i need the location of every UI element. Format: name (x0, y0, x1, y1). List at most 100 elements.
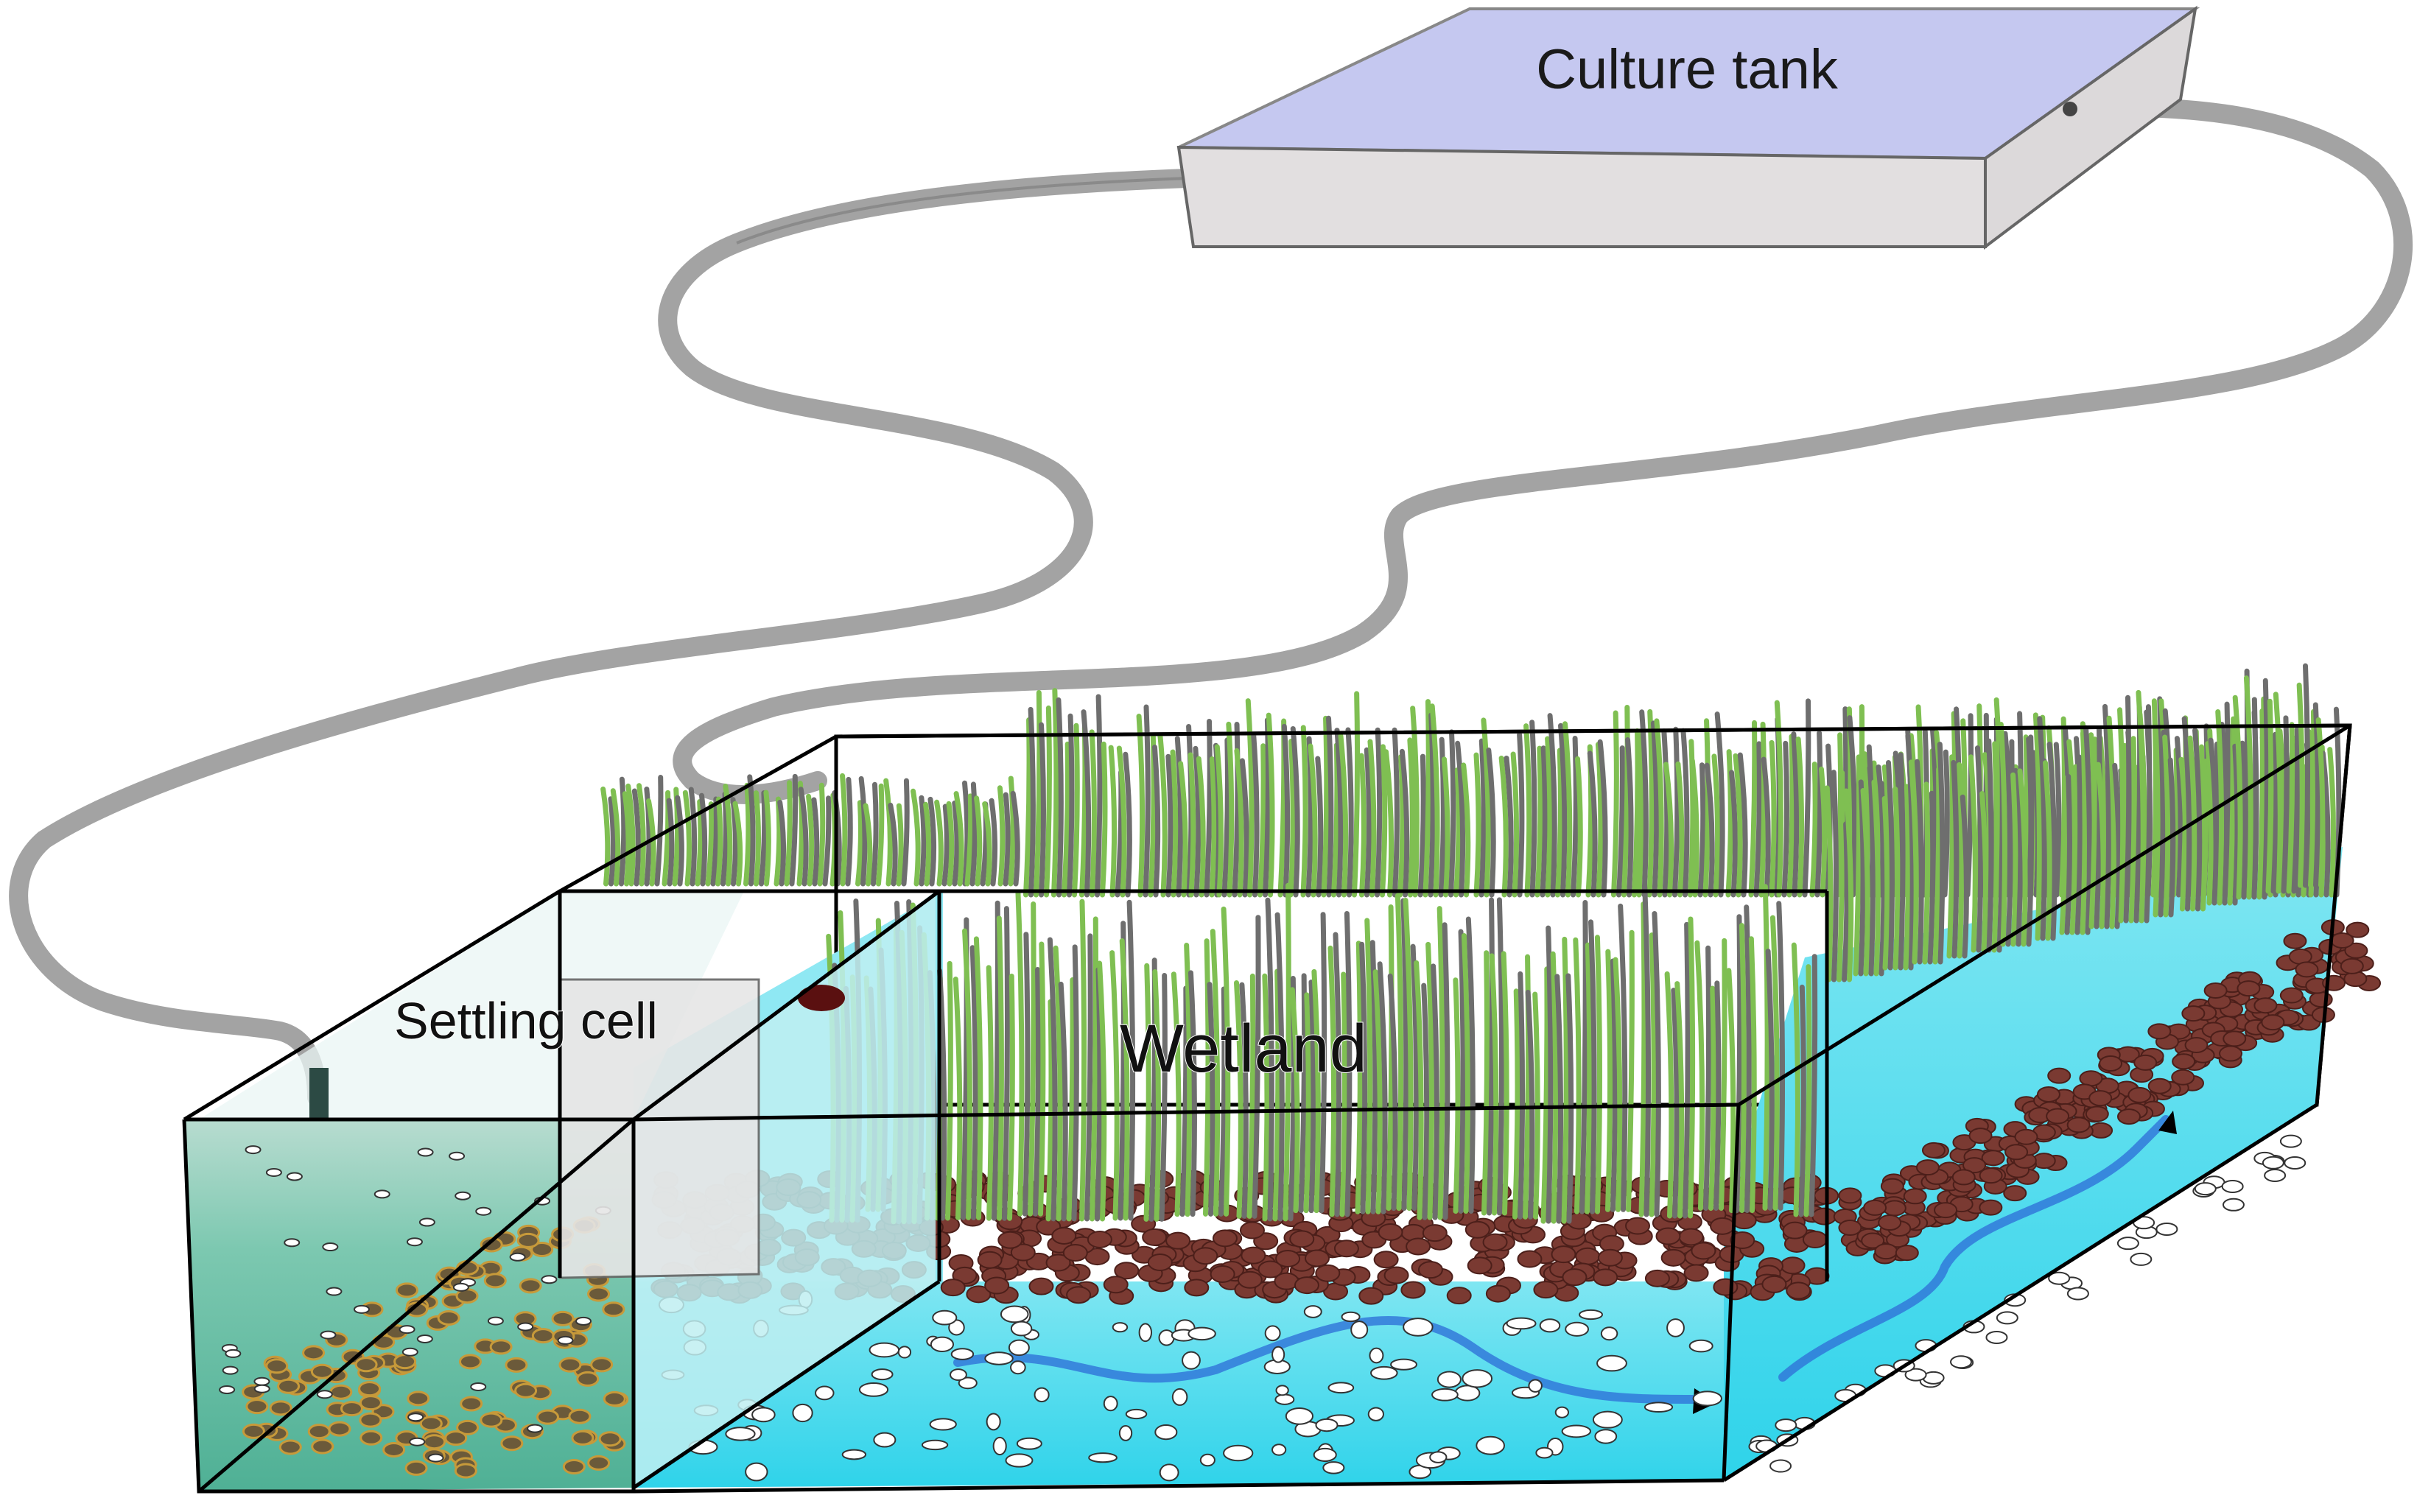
reed-blade (610, 788, 621, 887)
reed-blade (1534, 745, 1543, 898)
reed-blade (1372, 969, 1383, 1214)
reed-blade (1737, 752, 1748, 898)
reed-blade (1565, 973, 1574, 1224)
gravel-stone-icon (1915, 1159, 1940, 1176)
reed-blade (1595, 742, 1604, 898)
sediment-particle (359, 1395, 382, 1411)
reed-blade (1100, 741, 1108, 898)
reed-blade (1769, 915, 1780, 1211)
reed-blade (1555, 748, 1563, 898)
reed-blade (1266, 712, 1275, 898)
reed-plant-icon (1453, 916, 1476, 1214)
water-particle (326, 1287, 343, 1296)
sediment-particle (500, 1435, 524, 1452)
water-particle (475, 1206, 492, 1216)
reed-blade (1174, 736, 1184, 898)
water-particle (2221, 1179, 2244, 1193)
sediment-particle (358, 1381, 382, 1397)
gravel-stone-icon (1575, 1247, 1601, 1265)
reed-blade (1417, 753, 1426, 898)
water-particle (2130, 1252, 2153, 1266)
water-particle (316, 1390, 333, 1399)
gravel-stone-icon (1782, 1221, 1808, 1240)
water-particle (1528, 1379, 1543, 1393)
reed-blade (1097, 960, 1107, 1222)
reed-blade (1265, 897, 1274, 1222)
wetland-right-back (2315, 725, 2352, 1105)
reed-blade (1585, 942, 1593, 1214)
reed-plant-icon (1638, 885, 1661, 1217)
water-particle (1506, 1317, 1537, 1330)
reed-bed-back (600, 663, 2342, 982)
reed-blade (1288, 738, 1296, 898)
reed-blade (682, 790, 692, 887)
flow-arrow-icon (1778, 1115, 2170, 1382)
reed-blade (1802, 698, 1811, 898)
reed-blade (1425, 941, 1434, 1220)
reed-blade (1998, 722, 2007, 947)
reed-blade (2043, 760, 2052, 941)
gravel-stone-icon (1062, 1243, 1088, 1262)
water-particle (992, 1436, 1007, 1456)
water-particle (1000, 1305, 1029, 1323)
reed-blade (2102, 703, 2111, 929)
reed-plant-icon (855, 776, 885, 887)
sediment-particle (242, 1423, 265, 1439)
water-particle (470, 1382, 487, 1391)
water-particle (1565, 1321, 1590, 1337)
reed-blade (1188, 752, 1196, 898)
reed-blade (743, 782, 751, 887)
culture-tank-label: Culture tank (1536, 38, 1839, 101)
reed-blade (1545, 736, 1553, 898)
reed-blade (1546, 925, 1554, 1224)
reed-plant-icon (1203, 906, 1231, 1217)
frame-outlines (182, 723, 2352, 1494)
reed-plant-icon (953, 917, 983, 1220)
reed-blade (1726, 968, 1736, 1214)
reed-blade (2273, 692, 2283, 894)
wetland-top-left (558, 734, 838, 893)
water-particle (745, 1462, 768, 1482)
reed-blade (619, 776, 627, 887)
sediment-particle (483, 1273, 507, 1289)
reed-blade (1442, 922, 1450, 1220)
gravel-stone-icon (1315, 1264, 1341, 1282)
gravel-stone-icon (1482, 1233, 1508, 1251)
reed-plant-icon (1289, 912, 1327, 1214)
water-particle (1327, 1382, 1355, 1394)
water-particle (2048, 1271, 2071, 1285)
reed-blade (759, 790, 768, 887)
water-particle (1600, 1326, 1618, 1341)
reed-blade (1028, 901, 1036, 1217)
reed-blade (1290, 725, 1300, 898)
reed-blade (2106, 715, 2116, 929)
water-particle (792, 1403, 813, 1423)
gravel-stone-icon (1962, 1157, 1987, 1174)
reed-blade (1517, 731, 1525, 898)
gravel-stone-icon (1422, 1224, 1448, 1242)
reed-blade (1461, 932, 1470, 1214)
reed-blade (1272, 968, 1281, 1222)
reed-blade (1308, 980, 1316, 1214)
reed-blade (622, 791, 631, 887)
reed-blade (2032, 712, 2042, 941)
reed-plant-icon (883, 778, 910, 887)
reed-blade (1387, 973, 1398, 1212)
gravel-stone-icon (2172, 1053, 2196, 1070)
reed-blade (1355, 940, 1363, 1214)
reed-plant-icon (1573, 899, 1602, 1214)
water-particle (1769, 1459, 1792, 1473)
reed-blade (1108, 745, 1118, 898)
reed-blade (2153, 728, 2161, 918)
water-particle (1692, 1390, 1722, 1407)
reed-blade (1221, 737, 1230, 898)
gravel-stone-icon (1625, 1217, 1651, 1235)
gravel-stone-icon (2279, 987, 2304, 1004)
gravel-stone-icon (1761, 1275, 1787, 1293)
reed-plant-icon (1774, 698, 1811, 898)
reed-blade (2205, 741, 2214, 906)
reed-blade (1748, 720, 1758, 898)
reed-blade (982, 801, 992, 887)
reed-blade (1326, 715, 1334, 898)
